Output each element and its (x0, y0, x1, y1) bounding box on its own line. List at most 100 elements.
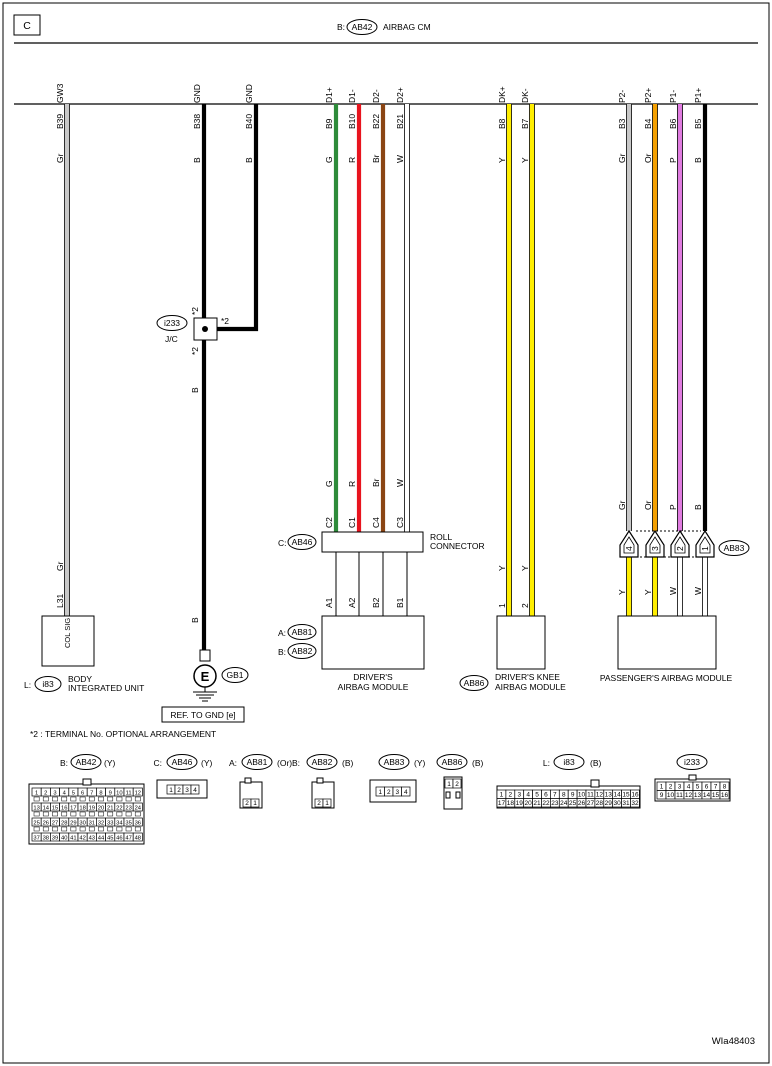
cm-signal-label: D1- (347, 89, 357, 103)
pin-number: 9 (660, 792, 664, 799)
pin-number: 29 (605, 800, 613, 807)
cm-pin-labels: GW3B39GrGNDB38BGNDB40BD1+B9GD1-B10RD2-B2… (55, 83, 703, 608)
pin-number: 33 (107, 821, 113, 827)
cm-wire-label: Br (371, 154, 381, 163)
ab42-lock (125, 796, 132, 802)
roll-top-pin-label: C3 (395, 517, 405, 528)
connector-view-oval (553, 754, 585, 770)
pin-number: 1 (447, 781, 451, 788)
pin-number: 45 (107, 836, 113, 842)
ab42-lock (61, 811, 68, 817)
pin-number: 3 (185, 787, 189, 794)
body-unit-internal: COL SIG (63, 618, 72, 648)
pin-cell (401, 786, 411, 797)
cm-wire-label: P (668, 157, 678, 163)
ab81-latch (244, 777, 252, 784)
pin-number: 2 (509, 792, 513, 799)
connector-view-color: (B) (590, 758, 602, 768)
ground-ref-box (161, 706, 245, 723)
pin-number: 6 (705, 784, 709, 791)
pin-number: 25 (569, 800, 577, 807)
pin-number: 7 (553, 792, 557, 799)
roll-top-pin-label: C4 (371, 517, 381, 528)
drivers-module-line2: AIRBAG MODULE (338, 682, 409, 692)
cm-pin-label: B40 (244, 114, 254, 129)
body-unit-pin: L31 (55, 594, 65, 608)
pin-number: 4 (404, 789, 408, 796)
pin-cell (322, 798, 332, 808)
connector-view-color: (B) (342, 758, 354, 768)
passenger-pin-label: 3 (650, 546, 660, 551)
ab42-lock (125, 811, 132, 817)
jc-connector: i233 (164, 318, 180, 328)
pin-number: 8 (723, 784, 727, 791)
cm-signal-label: P2+ (643, 88, 653, 103)
ab42-lock (88, 826, 95, 832)
cm-pin-label: B38 (192, 114, 202, 129)
passenger-terminal-inner (623, 536, 635, 554)
passenger-module-name: PASSENGER'S AIRBAG MODULE (600, 673, 733, 683)
body-unit-line2: INTEGRATED UNIT (68, 683, 144, 693)
roll-top-pin-label: C2 (324, 517, 334, 528)
pin-number: 7 (90, 791, 93, 797)
pin-number: 2 (245, 800, 249, 807)
ab42-lock (70, 796, 77, 802)
pin-number: 1 (660, 784, 664, 791)
ab42-lock (116, 811, 123, 817)
header-connector: AB42 (352, 22, 373, 32)
pin-cell (719, 790, 730, 800)
connector-view-name: AB83 (384, 757, 405, 767)
ground-connector: GB1 (226, 670, 243, 680)
pin-number: 29 (70, 821, 76, 827)
pin-number: 25 (33, 821, 39, 827)
cm-pin-label: B10 (347, 114, 357, 129)
roll-bottom-pin-label: A2 (347, 597, 357, 608)
i233-latch (688, 774, 697, 781)
ab42-lock (79, 826, 86, 832)
pin-number: 24 (135, 806, 142, 812)
pin-number: 3 (517, 792, 521, 799)
ab42-lock (33, 796, 40, 802)
connector-view-oval (166, 754, 198, 770)
knee-connector: AB86 (464, 678, 485, 688)
connector-view-prefix: A: (229, 758, 237, 768)
pin-number: 36 (135, 821, 141, 827)
connector-view-color: (B) (472, 758, 484, 768)
passenger-bottom-wire-label: Y (643, 589, 653, 595)
pin-number: 2 (177, 787, 181, 794)
cm-wire-label: W (395, 155, 405, 163)
jc-wire-out: B (190, 387, 200, 393)
jc-mark-bottom: *2 (190, 347, 200, 355)
airbag-cm-header: B: AB42 AIRBAG CM (337, 19, 431, 35)
pin-number: 28 (61, 821, 67, 827)
connector-view-prefix: B: (292, 758, 300, 768)
knee-pin-label: 2 (520, 603, 530, 608)
drivers-conn-b-oval (287, 643, 317, 659)
drivers-conn-a: AB81 (292, 627, 313, 637)
roll-top-wire-label: W (395, 479, 405, 487)
knee-pin-label: 1 (497, 603, 507, 608)
pin-cell (250, 798, 260, 808)
connector-view-prefix: C: (154, 758, 163, 768)
pin-number: 34 (116, 821, 123, 827)
ab86-latch (445, 791, 451, 799)
cm-signal-label: GND (244, 84, 254, 103)
pin-number: 5 (696, 784, 700, 791)
cm-signal-label: P1- (668, 90, 678, 103)
jc-label: J/C (165, 334, 178, 344)
pin-number: 3 (678, 784, 682, 791)
connector-view-name: AB82 (312, 757, 333, 767)
connector-view-color: (Y) (104, 758, 116, 768)
pin-number: 2 (44, 791, 47, 797)
cm-pin-label: B7 (520, 118, 530, 129)
pin-number: 23 (551, 800, 559, 807)
connector-view-oval (241, 754, 273, 770)
ab42-lock (98, 826, 104, 832)
pin-number: 16 (721, 792, 729, 799)
roll-bottom-pin-label: B1 (395, 597, 405, 608)
